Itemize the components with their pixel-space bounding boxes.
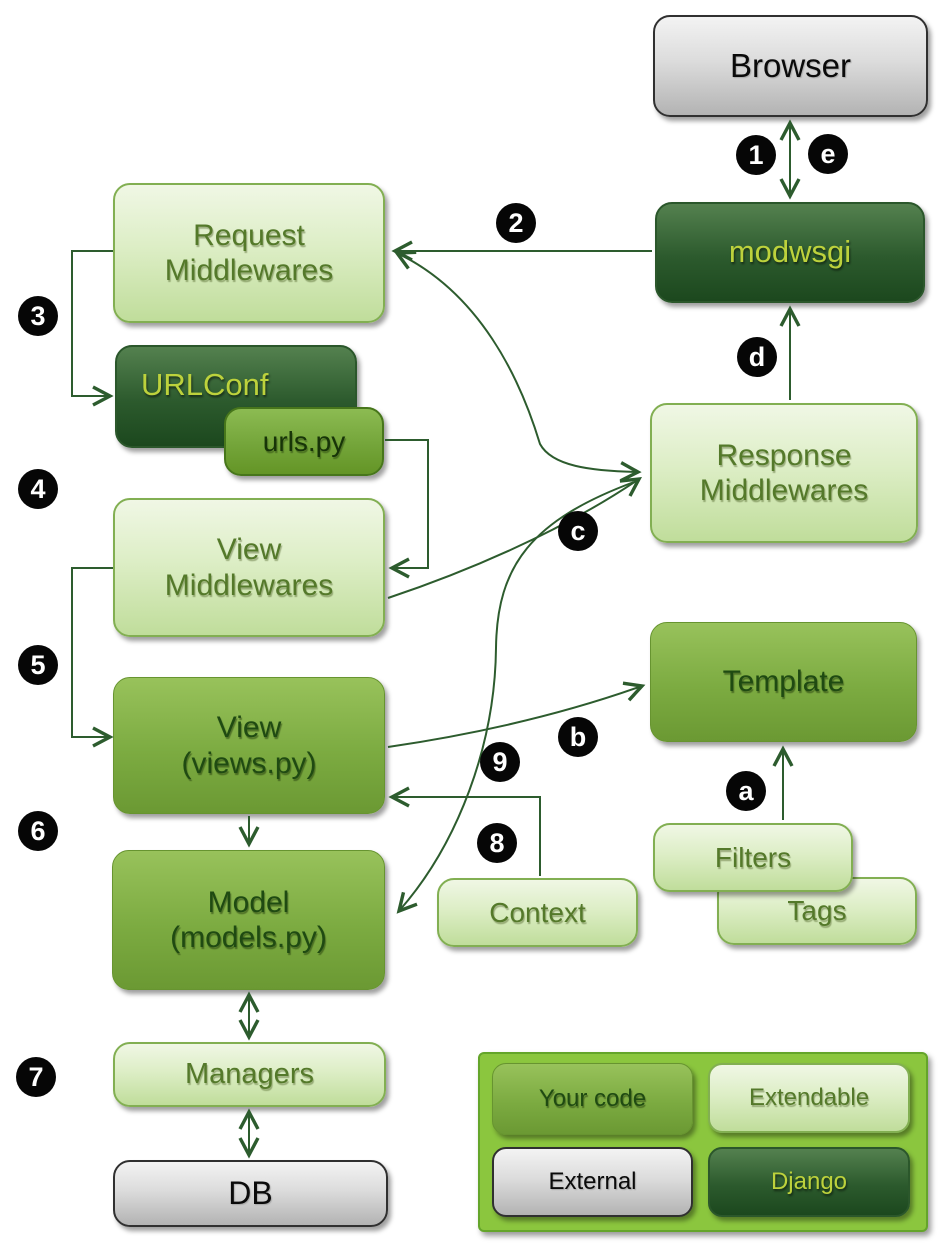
node-db-label: DB (228, 1174, 273, 1211)
node-external-label: External (548, 1167, 637, 1195)
node-django: Django (708, 1147, 910, 1217)
node-your-code: Your code (492, 1063, 693, 1135)
node-extendable-label: Extendable (748, 1083, 870, 1111)
node-managers: Managers (113, 1042, 386, 1107)
arrow-request-mw-to-urlconf (71, 250, 114, 407)
node-model: Model (models.py) (112, 850, 385, 990)
node-urlconf-label: URLConf (141, 367, 269, 403)
node-browser: Browser (653, 15, 928, 117)
node-tags-label: Tags (787, 895, 847, 927)
node-modwsgi: modwsgi (655, 202, 925, 303)
node-request-middlewares: Request Middlewares (113, 183, 385, 323)
node-managers-label: Managers (185, 1058, 314, 1091)
step-badge-d: d (737, 337, 777, 377)
node-filters: Filters (653, 823, 853, 892)
node-urls-py-label: urls.py (262, 425, 346, 457)
step-badge-8: 8 (477, 823, 517, 863)
step-badge-a: a (726, 771, 766, 811)
node-context: Context (437, 878, 638, 947)
node-urls-py: urls.py (224, 407, 384, 476)
step-badge-1: 1 (736, 135, 776, 175)
node-filters-label: Filters (714, 841, 792, 873)
node-template: Template (650, 622, 917, 742)
node-view-middlewares-label: View Middlewares (164, 533, 334, 602)
node-external: External (492, 1147, 693, 1217)
arrow-view-to-template (387, 681, 646, 748)
node-view: View (views.py) (113, 677, 385, 814)
node-extendable: Extendable (708, 1063, 910, 1133)
node-model-label: Model (models.py) (170, 885, 327, 954)
node-view-label: View (views.py) (181, 711, 317, 780)
arrow-request-mw-response-mw-curve (393, 250, 642, 483)
node-modwsgi-label: modwsgi (728, 234, 852, 270)
step-badge-5: 5 (18, 645, 58, 685)
node-response-middlewares: Response Middlewares (650, 403, 918, 543)
arrow-view-mw-to-view (71, 567, 114, 748)
node-view-middlewares: View Middlewares (113, 498, 385, 637)
step-badge-c: c (558, 511, 598, 551)
step-badge-b: b (558, 717, 598, 757)
node-response-middlewares-label: Response Middlewares (699, 438, 869, 507)
step-badge-4: 4 (18, 469, 58, 509)
node-db: DB (113, 1160, 388, 1227)
step-badge-3: 3 (18, 296, 58, 336)
node-context-label: Context (489, 896, 586, 928)
step-badge-9: 9 (480, 742, 520, 782)
node-browser-label: Browser (729, 46, 852, 84)
node-django-label: Django (770, 1167, 848, 1195)
step-badge-e: e (808, 134, 848, 174)
arrow-context-to-view (388, 786, 541, 876)
arrow-urlspy-to-view-mw (385, 439, 429, 579)
node-template-label: Template (722, 665, 845, 699)
arrow-view-mw-to-response-mw-curve (387, 476, 643, 599)
step-badge-7: 7 (16, 1057, 56, 1097)
step-badge-2: 2 (496, 203, 536, 243)
node-your-code-label: Your code (538, 1084, 647, 1112)
step-badge-6: 6 (18, 811, 58, 851)
node-request-middlewares-label: Request Middlewares (164, 218, 334, 287)
